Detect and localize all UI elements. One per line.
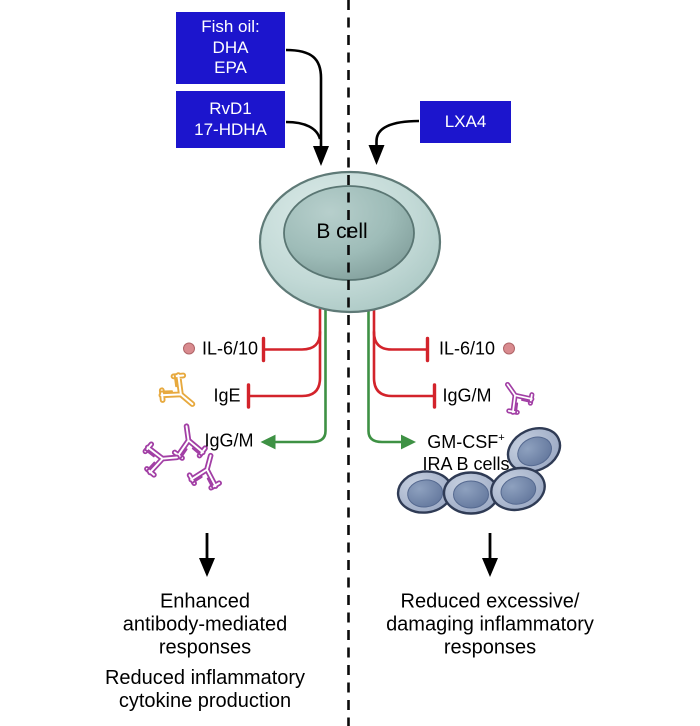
right-outcome-line1: Reduced excessive/ bbox=[400, 590, 580, 613]
outcome-arrows bbox=[205, 533, 492, 560]
right-iggm-label: IgG/M bbox=[442, 385, 492, 406]
right-outcome-text: Reduced excessive/ damaging inflammatory… bbox=[386, 591, 594, 660]
right-outcome-line2: damaging inflammatory bbox=[386, 613, 594, 636]
rvd1-to-cell-arrow bbox=[285, 120, 322, 140]
right-iggm-inhibit-line bbox=[372, 303, 435, 398]
lxa4-arrowhead bbox=[368, 145, 385, 165]
fish-oil-to-cell-arrow bbox=[285, 48, 323, 148]
mediators-box: RvD1 17-HDHA bbox=[176, 91, 285, 148]
left-il6-inhibit-line bbox=[263, 330, 322, 351]
mediators-box-line1: RvD1 bbox=[209, 98, 252, 118]
fish-oil-arrowhead bbox=[313, 146, 329, 166]
lxa4-to-cell-arrow bbox=[375, 119, 420, 147]
right-outcome-line3: responses bbox=[443, 636, 537, 659]
left-outcome2-line2: cytokine production bbox=[118, 690, 292, 712]
fish-oil-box-line3: EPA bbox=[214, 58, 247, 78]
left-ige-label: IgE bbox=[213, 385, 241, 406]
fish-oil-box-line1: Fish oil: bbox=[201, 16, 260, 36]
gmcsf-plus-superscript: + bbox=[498, 432, 505, 444]
left-iggm-promote-line bbox=[273, 303, 327, 444]
left-il6-label: IL-6/10 bbox=[201, 338, 259, 359]
left-cytokine-dot-icon bbox=[183, 342, 195, 355]
left-outcome-primary-text: Enhanced antibody-mediated responses bbox=[123, 591, 288, 660]
input-arrows bbox=[285, 48, 420, 148]
gmcsf-ira-label: GM-CSF+ IRA B cells bbox=[422, 427, 509, 475]
promotion-lines bbox=[273, 303, 403, 444]
right-outcome-arrowhead bbox=[482, 558, 498, 577]
left-outcome-arrowhead bbox=[199, 558, 215, 577]
right-cytokine-dot-icon bbox=[503, 342, 515, 355]
mediators-box-line2: 17-HDHA bbox=[194, 119, 267, 139]
right-il6-label: IL-6/10 bbox=[438, 338, 496, 359]
lxa4-box: LXA4 bbox=[420, 101, 511, 143]
ira-b-cells-label: IRA B cells bbox=[422, 454, 510, 474]
purple-antibody-icon bbox=[496, 376, 535, 416]
inhibition-lines bbox=[246, 303, 437, 409]
left-outcome-line1: Enhanced bbox=[159, 590, 251, 613]
left-outcome-line2: antibody-mediated bbox=[122, 613, 288, 636]
purple-antibody-icon bbox=[188, 452, 226, 490]
left-iggm-label: IgG/M bbox=[204, 430, 254, 451]
fish-oil-box-line2: DHA bbox=[212, 37, 249, 57]
b-cell-label: B cell bbox=[316, 220, 368, 243]
left-outcome-line3: responses bbox=[158, 636, 252, 659]
purple-antibody-icon bbox=[145, 442, 179, 475]
ira-b-cell-icon bbox=[442, 471, 500, 515]
lxa4-box-label: LXA4 bbox=[444, 111, 487, 131]
left-outcome-secondary-text: Reduced inflammatory cytokine production bbox=[105, 667, 305, 713]
left-promote-arrowhead bbox=[260, 434, 276, 450]
right-gmcsf-promote-line bbox=[367, 303, 403, 444]
ige-antibody-icon bbox=[157, 371, 202, 416]
left-outcome2-line1: Reduced inflammatory bbox=[104, 667, 306, 689]
inhibit-bar-caps bbox=[246, 336, 437, 409]
right-promote-arrowhead bbox=[401, 434, 416, 450]
gmcsf-label: GM-CSF+ bbox=[427, 432, 505, 452]
left-ige-inhibit-line bbox=[248, 303, 322, 398]
right-il6-inhibit-line bbox=[372, 330, 428, 351]
purple-antibody-icon bbox=[171, 424, 206, 459]
fish-oil-box: Fish oil: DHA EPA bbox=[176, 12, 285, 84]
